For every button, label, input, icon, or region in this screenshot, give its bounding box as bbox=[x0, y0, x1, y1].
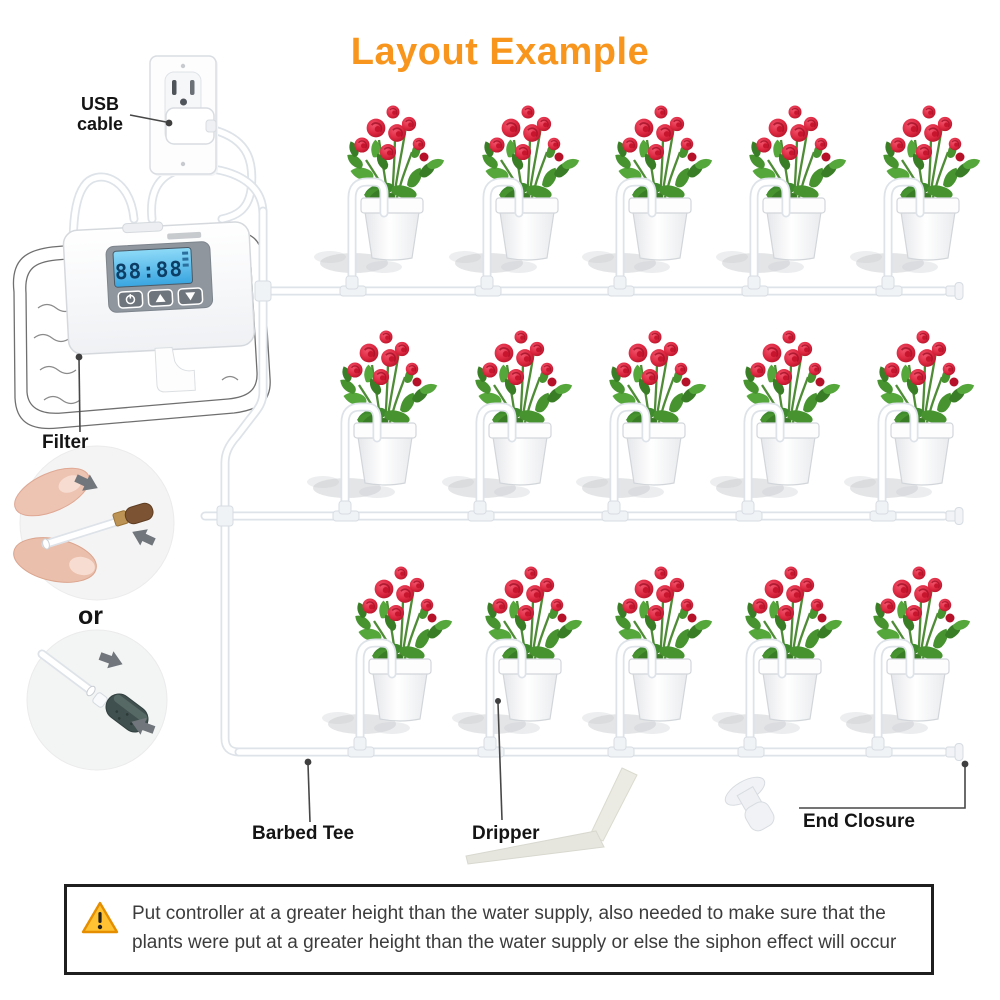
warning-icon bbox=[81, 901, 119, 934]
potted-plant bbox=[582, 106, 712, 297]
potted-plant bbox=[582, 567, 712, 758]
potted-plant bbox=[850, 106, 980, 297]
lcd-screen bbox=[112, 246, 194, 288]
outlet-ground-hole bbox=[180, 98, 187, 106]
potted-plant bbox=[442, 331, 572, 522]
barbed-tee-label: Barbed Tee bbox=[252, 823, 355, 844]
dripper-stake-illustration bbox=[465, 767, 638, 865]
up-button bbox=[147, 288, 174, 308]
stone-filter-inset-photo bbox=[26, 629, 168, 771]
potted-plant bbox=[307, 331, 437, 522]
brand-mark bbox=[167, 231, 202, 240]
potted-plant bbox=[452, 567, 582, 758]
lcd-display-value: 88:88 bbox=[114, 257, 183, 285]
end-closure-fitting bbox=[945, 743, 964, 761]
page-title: Layout Example bbox=[350, 31, 650, 74]
warning-text: Put controller at a greater height than … bbox=[132, 903, 897, 953]
plant-grid bbox=[307, 106, 980, 758]
potted-plant bbox=[844, 331, 974, 522]
potted-plant bbox=[322, 567, 452, 758]
power-button bbox=[117, 290, 144, 309]
irrigation-controller: 88:88 bbox=[62, 221, 256, 393]
trunk-tee-fittings bbox=[216, 280, 272, 527]
potted-plant bbox=[712, 567, 842, 758]
end-closure-fitting bbox=[945, 282, 964, 300]
potted-plant bbox=[449, 106, 579, 297]
outlet-slot bbox=[172, 80, 177, 95]
callout-leaders bbox=[75, 114, 969, 823]
end-closure-label: End Closure bbox=[803, 811, 915, 832]
potted-plant bbox=[314, 106, 444, 297]
wall-outlet bbox=[149, 55, 218, 176]
usb-cable-label: USB cable bbox=[76, 94, 124, 135]
potted-plant bbox=[576, 331, 706, 522]
filter-label: Filter bbox=[42, 432, 89, 453]
filter-inset-photo bbox=[13, 445, 175, 601]
potted-plant bbox=[710, 331, 840, 522]
water-container-sketch bbox=[12, 230, 271, 430]
filter-body bbox=[124, 502, 154, 525]
or-label: or bbox=[78, 602, 103, 630]
dripper-label: Dripper bbox=[472, 823, 540, 844]
mounting-tab bbox=[154, 346, 196, 393]
potted-plant bbox=[840, 567, 970, 758]
potted-plant bbox=[716, 106, 846, 297]
distribution-tubes bbox=[220, 282, 964, 761]
outlet-slot bbox=[190, 80, 195, 95]
end-closure-illustration bbox=[724, 776, 775, 832]
down-button bbox=[177, 287, 204, 306]
end-closure-fitting bbox=[945, 507, 964, 525]
warning-box: Put controller at a greater height than … bbox=[64, 884, 934, 975]
